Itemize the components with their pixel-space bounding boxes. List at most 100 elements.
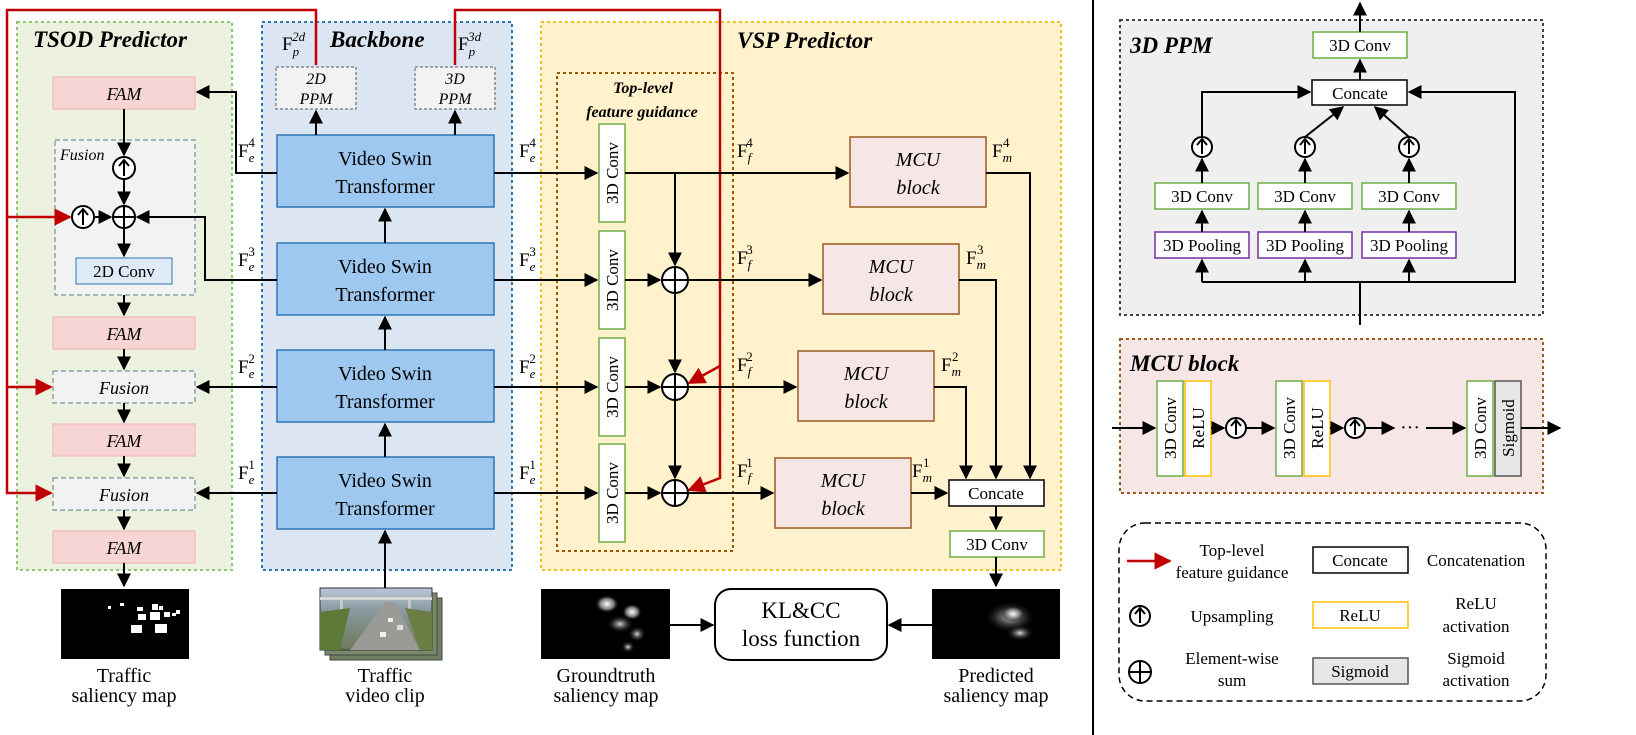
ff2-label: Ff2	[737, 349, 754, 379]
fp2d-label: Fp2d	[282, 29, 306, 59]
groundtruth-label-1: Groundtruth	[557, 665, 656, 687]
conv3d-label: 3D Conv	[603, 249, 622, 311]
mcu-label: block	[869, 284, 913, 306]
final-conv3d-block	[949, 530, 1045, 558]
groundtruth-saliency-map-image	[541, 589, 670, 659]
ppm-conv-label: 3D Conv	[1378, 187, 1440, 206]
fm2-label: Fm2	[941, 349, 961, 379]
mcu-conv-label: 3D Conv	[1280, 397, 1299, 459]
ppm-conv-label: 3D Conv	[1274, 187, 1336, 206]
fam-label: FAM	[106, 84, 143, 104]
ppm3d-title: 3D PPM	[1129, 33, 1214, 58]
legend-concate-box-label: Concate	[1332, 551, 1388, 570]
loss-label-1: KL&CC	[761, 598, 840, 623]
fam-label: FAM	[106, 431, 143, 451]
mcu-block-3: MCU block	[822, 243, 960, 315]
vst-block-1: Video Swin Transformer	[276, 456, 495, 530]
fe1-right: Fe1	[519, 457, 536, 487]
ppm3d-label-2: PPM	[438, 91, 474, 108]
vsp-conv3d-2: 3D Conv	[598, 337, 626, 437]
predicted-label-1: Predicted	[958, 665, 1034, 687]
predicted-saliency-map-image	[932, 589, 1060, 659]
vst-label: Video Swin	[338, 256, 432, 278]
ppm-pooling-label: 3D Pooling	[1370, 236, 1448, 255]
groundtruth-label-2: saliency map	[554, 685, 659, 707]
vst-label: Transformer	[335, 284, 435, 306]
conv2d-label: 2D Conv	[93, 262, 155, 281]
ff4-label: Ff4	[737, 135, 754, 165]
legend-guidance-label-2: feature guidance	[1176, 563, 1289, 582]
ppm2d-block	[275, 66, 357, 110]
legend-sigmoid-desc-1: Sigmoid	[1447, 649, 1505, 668]
vsp-conv3d-4: 3D Conv	[598, 123, 626, 223]
fe3-left: Fe3	[238, 244, 255, 274]
fusion-label: Fusion	[98, 485, 149, 505]
mcu-detail-conv-3: 3D Conv Sigmoid	[1466, 380, 1522, 477]
traffic-saliency-map-image	[61, 589, 189, 659]
vsp-conv3d-3: 3D Conv	[598, 230, 626, 330]
legend-relu-box	[1312, 601, 1409, 629]
ppm-pooling-label: 3D Pooling	[1163, 236, 1241, 255]
backbone-title: Backbone	[329, 27, 425, 52]
legend-sigmoid-box-label: Sigmoid	[1331, 662, 1389, 681]
fe2-right: Fe2	[519, 351, 536, 381]
fe1-left: Fe1	[238, 457, 255, 487]
vst-label: Video Swin	[338, 470, 432, 492]
ff-labels: Ff4 Ff3 Ff2 Ff1	[737, 135, 754, 485]
fe-labels: Fe4 Fe3 Fe2 Fe1 Fe4 Fe3 Fe2 Fe1	[238, 135, 536, 487]
ppm-conv-label: 3D Conv	[1171, 187, 1233, 206]
mcu-label: block	[821, 498, 865, 520]
mcu-sigmoid-label: Sigmoid	[1499, 399, 1518, 457]
ppm3d-label-1: 3D	[444, 71, 465, 88]
fe4-right: Fe4	[519, 135, 536, 165]
fam-block-3	[52, 316, 196, 350]
top-level-guidance-title-1: Top-level	[613, 80, 673, 97]
ppm3d-panel	[1119, 19, 1544, 316]
final-conv3d-label: 3D Conv	[966, 535, 1028, 554]
mcu-block-4: MCU block	[849, 136, 987, 208]
legend-concate-box	[1312, 546, 1409, 574]
fam-block-1	[52, 530, 196, 564]
fp3d-label: Fp3d	[458, 29, 482, 59]
mcu-relu-label: ReLU	[1189, 407, 1208, 449]
legend-sum-desc-1: Element-wise	[1185, 649, 1278, 668]
mcu-detail-conv-1: 3D Conv ReLU	[1156, 380, 1212, 477]
top-level-guidance-title-2: feature guidance	[586, 104, 698, 121]
traffic-saliency-label-1: Traffic	[97, 665, 152, 687]
fm3-label: Fm3	[966, 242, 986, 272]
mcu-block-2: MCU block	[797, 350, 935, 422]
fe2-left: Fe2	[238, 351, 255, 381]
top-level-guidance-box	[556, 72, 734, 552]
concate-label: Concate	[968, 484, 1024, 503]
mcu-detail-conv-2: 3D Conv ReLU	[1275, 380, 1331, 477]
fm-labels: Fm4 Fm3 Fm2 Fm1	[912, 135, 1012, 485]
conv3d-label: 3D Conv	[603, 142, 622, 204]
legend-relu-desc-2: activation	[1442, 617, 1510, 636]
vst-block-3: Video Swin Transformer	[276, 242, 495, 316]
conv3d-label: 3D Conv	[603, 462, 622, 524]
vst-block-4: Video Swin Transformer	[276, 134, 495, 208]
traffic-clip-label-1: Traffic	[358, 665, 413, 687]
ppm-branch-2: 3D Conv 3D Pooling	[1257, 182, 1353, 259]
vst-block-2: Video Swin Transformer	[276, 349, 495, 423]
mcu-conv-label: 3D Conv	[1161, 397, 1180, 459]
traffic-saliency-label-2: saliency map	[72, 685, 177, 707]
conv3d-label: 3D Conv	[603, 356, 622, 418]
mcu-label: MCU	[895, 149, 942, 171]
mcu-dots: ···	[1400, 417, 1420, 439]
vsp-conv3d-1: 3D Conv	[598, 443, 626, 543]
fusion-group-label: Fusion	[59, 147, 104, 164]
ppm2d-label-2: PPM	[299, 91, 335, 108]
legend-sigmoid-desc-2: activation	[1442, 671, 1510, 690]
vst-label: Transformer	[335, 391, 435, 413]
mcu-block-1: MCU block	[774, 457, 912, 529]
vst-label: Transformer	[335, 498, 435, 520]
fe3-right: Fe3	[519, 244, 536, 274]
loss-function-box	[714, 588, 888, 661]
ppm-top-conv	[1312, 31, 1408, 59]
fe4-left: Fe4	[238, 135, 255, 165]
predicted-label-2: saliency map	[944, 685, 1049, 707]
vst-label: Video Swin	[338, 363, 432, 385]
fusion-label: Fusion	[98, 378, 149, 398]
